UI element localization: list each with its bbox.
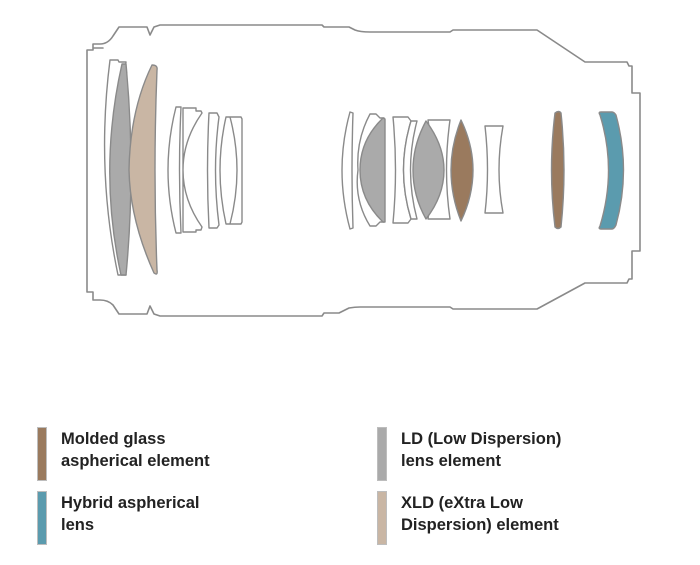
lens-element-15-molded-aspherical xyxy=(450,119,474,222)
lens-element-10-ld xyxy=(359,117,386,223)
lens-element-8 xyxy=(341,111,354,230)
lens-element-12 xyxy=(402,120,418,220)
legend-swatch xyxy=(377,427,387,481)
lens-element-18-hybrid-aspherical xyxy=(598,111,625,230)
lens-element-4 xyxy=(167,106,182,234)
lens-element-2-ld xyxy=(109,63,132,276)
lens-construction-diagram xyxy=(86,24,641,317)
lens-element-5 xyxy=(182,107,203,233)
legend-item-ld: LD (Low Dispersion) lens element xyxy=(377,427,561,481)
legend-label: Hybrid aspherical lens xyxy=(61,494,200,534)
legend-label: Molded glass aspherical element xyxy=(61,430,210,470)
lens-element-6 xyxy=(206,112,220,229)
lens-element-17-molded-aspherical xyxy=(550,110,565,230)
lens-element-14-ld xyxy=(412,120,445,220)
legend-label: LD (Low Dispersion) lens element xyxy=(401,430,562,470)
lens-element-7b xyxy=(229,116,238,225)
legend-label: XLD (eXtra Low Dispersion) element xyxy=(401,494,559,534)
legend-item-xld: XLD (eXtra Low Dispersion) element xyxy=(377,491,559,545)
legend-swatch xyxy=(37,491,47,545)
lens-element-16 xyxy=(484,125,504,214)
lens-element-7 xyxy=(219,116,243,225)
legend-item-hybrid-aspherical: Hybrid aspherical lens xyxy=(37,491,199,545)
legend-swatch xyxy=(37,427,47,481)
legend-swatch xyxy=(377,491,387,545)
legend-item-molded-glass-aspherical: Molded glass aspherical element xyxy=(37,427,210,481)
lens-barrel-outline xyxy=(86,24,641,317)
lens-element-3-xld xyxy=(128,64,158,275)
